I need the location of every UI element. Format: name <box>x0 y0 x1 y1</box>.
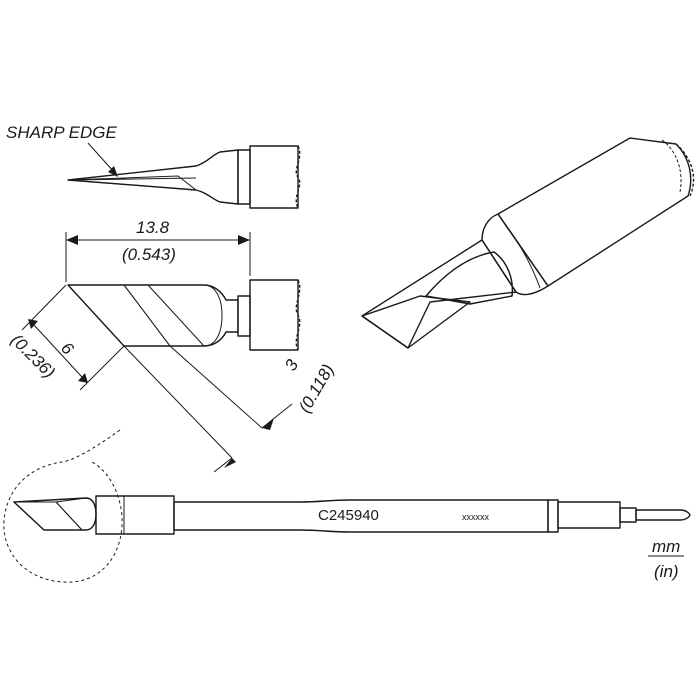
height-dimension: 6 (0.236) <box>7 284 125 391</box>
width-mm-label: 3 <box>281 356 302 374</box>
tip-side-view <box>67 279 301 351</box>
width-dimension: 3 (0.118) <box>123 345 338 473</box>
units-legend: mm (in) <box>648 537 684 581</box>
sharp-edge-label: SHARP EDGE <box>6 123 118 142</box>
length-mm-label: 13.8 <box>136 218 170 237</box>
tip-top-view <box>67 145 301 209</box>
height-in-label: (0.236) <box>7 330 59 382</box>
part-number: C245940 <box>318 507 379 524</box>
tip-isometric-view <box>361 137 695 349</box>
sharp-edge-callout: SHARP EDGE <box>6 123 118 177</box>
tip-full-view: C245940 xxxxxx <box>12 495 691 535</box>
unit-in-label: (in) <box>654 562 679 581</box>
detail-circle <box>3 429 123 583</box>
length-in-label: (0.543) <box>122 245 176 264</box>
length-dimension: 13.8 (0.543) <box>65 218 251 282</box>
unit-mm-label: mm <box>652 537 680 556</box>
serial-mark: xxxxxx <box>462 512 490 522</box>
height-mm-label: 6 <box>57 338 78 359</box>
width-in-label: (0.118) <box>295 361 338 416</box>
